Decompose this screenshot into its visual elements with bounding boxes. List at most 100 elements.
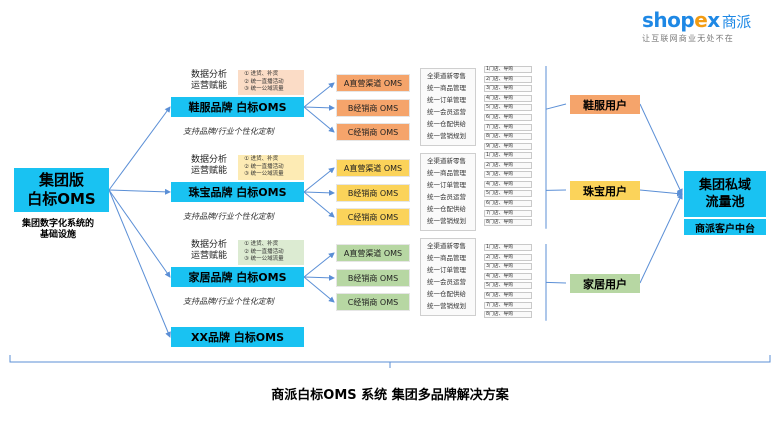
ops-item: ① 进货、补货 [244, 156, 279, 163]
user-box: 珠宝用户 [570, 181, 640, 200]
store-guide-pill: 5门店、导购 [484, 282, 532, 290]
xx-brand-box: XX品牌 白标OMS [171, 327, 304, 347]
store-guide-pill: 8门店、导购 [484, 133, 532, 141]
store-guide-pill: 2门店、导购 [484, 253, 532, 261]
function-item: 统一商品管理 [427, 84, 466, 92]
function-item: 统一商品管理 [427, 169, 466, 177]
function-item: 统一仓配供给 [427, 290, 466, 298]
logo-slogan: 让互联网商业无处不在 [642, 34, 734, 43]
ops-item: ① 进货、补货 [244, 71, 279, 78]
store-guide-pill: 2门店、导购 [484, 161, 532, 169]
custom-support-text: 支持品牌/行业个性化定制 [183, 297, 274, 306]
channel-oms-box: C经销商 OMS [336, 208, 410, 226]
ops-item: ③ 统一公域流量 [244, 256, 284, 263]
function-item: 统一订单管理 [427, 96, 466, 104]
brand-to-channel-arrow [303, 82, 335, 108]
function-item: 统一仓配供给 [427, 120, 466, 128]
store-guide-pill: 9门店、导购 [484, 142, 532, 150]
group-title-line1: 集团版 [38, 171, 84, 189]
ops-item: ② 统一直播活动 [244, 248, 284, 255]
brand-oms-box: 珠宝品牌 白标OMS [171, 182, 304, 202]
channel-oms-box: B经销商 OMS [336, 184, 410, 202]
ops-item: ② 统一直播活动 [244, 163, 284, 170]
store-guide-pill: 3门店、导购 [484, 263, 532, 271]
function-item: 统一营销规划 [427, 217, 466, 225]
footer-bracket [9, 355, 771, 368]
ops-item: ② 统一直播活动 [244, 78, 284, 85]
channel-oms-box: C经销商 OMS [336, 123, 410, 141]
store-guide-pill: 1门店、导购 [484, 66, 532, 73]
pill-to-user-line [545, 281, 567, 284]
function-item: 统一会员运营 [427, 108, 466, 116]
store-guide-pill: 7门店、导购 [484, 209, 532, 217]
user-box: 家居用户 [570, 274, 640, 293]
brand-to-channel-arrow [303, 106, 335, 133]
function-item: 统一订单管理 [427, 181, 466, 189]
pill-to-user-line [545, 103, 567, 110]
function-list-box [420, 153, 476, 231]
function-item: 统一商品管理 [427, 254, 466, 262]
brand-to-channel-arrow [303, 252, 335, 278]
group-to-brand-arrow [108, 188, 171, 195]
user-to-pool-arrow [639, 189, 683, 197]
channel-oms-box: C经销商 OMS [336, 293, 410, 311]
store-guide-pill: 2门店、导购 [484, 75, 532, 83]
function-item: 统一仓配供给 [427, 205, 466, 213]
store-guide-pill: 1门店、导购 [484, 244, 532, 251]
channel-oms-box: A直营渠道 OMS [336, 74, 410, 92]
brand-to-channel-arrow [303, 104, 335, 111]
function-item: 统一营销规划 [427, 302, 466, 310]
function-item: 全渠道新零售 [427, 72, 466, 80]
store-guide-pill: 5门店、导购 [484, 104, 532, 112]
store-guide-pill: 8门店、导购 [484, 311, 532, 319]
brand-oms-box: 家居品牌 白标OMS [171, 267, 304, 287]
brand-to-channel-arrow [303, 276, 335, 303]
channel-oms-box: B经销商 OMS [336, 269, 410, 287]
store-guide-pill: 4门店、导购 [484, 94, 532, 102]
group-caption: 集团数字化系统的 基础设施 [22, 219, 95, 240]
private-pool-box: 集团私域 流量池 [684, 171, 766, 217]
user-box: 鞋服用户 [570, 95, 640, 114]
ops-item: ③ 统一公域流量 [244, 86, 284, 93]
store-guide-pill: 3门店、导购 [484, 85, 532, 93]
group-to-brand-arrow [108, 106, 171, 191]
pool-line2: 流量池 [705, 195, 745, 210]
store-guide-pill: 6门店、导购 [484, 292, 532, 299]
footer-title: 商派白标OMS 系统 集团多品牌解决方案 [271, 388, 509, 403]
customer-center-box: 商派客户中台 [684, 219, 766, 235]
function-item: 统一会员运营 [427, 278, 466, 286]
function-item: 全渠道新零售 [427, 242, 466, 250]
store-guide-pill: 8门店、导购 [484, 219, 532, 227]
ops-item: ③ 统一公域流量 [244, 171, 284, 178]
brand-to-channel-arrow [303, 274, 335, 281]
function-list-box [420, 238, 476, 316]
channel-oms-box: A直营渠道 OMS [336, 244, 410, 262]
brand-oms-box: 鞋服品牌 白标OMS [171, 97, 304, 117]
user-to-pool-arrow [639, 193, 683, 284]
store-guide-pill: 6门店、导购 [484, 114, 532, 121]
group-oms-box: 集团版 白标OMS [14, 168, 109, 212]
store-guide-pill: 4门店、导购 [484, 180, 532, 188]
custom-support-text: 支持品牌/行业个性化定制 [183, 127, 274, 136]
store-guide-pill: 5门店、导购 [484, 190, 532, 198]
function-item: 统一营销规划 [427, 132, 466, 140]
group-to-xx-brand-arrow [108, 189, 171, 338]
store-guide-pill: 7门店、导购 [484, 123, 532, 131]
store-guide-pill: 1门店、导购 [484, 152, 532, 159]
function-item: 统一会员运营 [427, 193, 466, 201]
ops-item: ① 进货、补货 [244, 241, 279, 248]
store-guide-pill: 3门店、导购 [484, 171, 532, 179]
user-to-pool-arrow [639, 103, 683, 195]
store-guide-pill: 4门店、导购 [484, 272, 532, 280]
group-title-line2: 白标OMS [27, 190, 96, 208]
pool-line1: 集团私域 [698, 178, 751, 193]
store-guide-pill: 7门店、导购 [484, 301, 532, 309]
brand-to-channel-arrow [303, 189, 335, 196]
function-item: 统一订单管理 [427, 266, 466, 274]
custom-support-text: 支持品牌/行业个性化定制 [183, 212, 274, 221]
